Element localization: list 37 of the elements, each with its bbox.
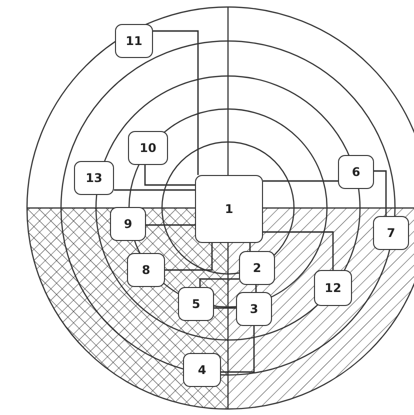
reference-number: 6 (352, 165, 360, 179)
numbered-box (236, 292, 272, 326)
numbered-box (127, 253, 165, 287)
reference-number: 2 (252, 261, 262, 275)
reference-number: 10 (140, 141, 156, 155)
reference-number: 5 (192, 297, 200, 311)
numbered-box (183, 353, 221, 387)
reference-number: 7 (386, 226, 396, 240)
numbered-box (178, 287, 214, 321)
numbered-box (314, 270, 352, 306)
numbered-box (239, 251, 275, 285)
reference-number: 12 (324, 281, 342, 295)
connector-line (214, 307, 236, 309)
connector-line (263, 180, 338, 182)
connector-line (374, 170, 387, 216)
numbered-box (115, 24, 153, 58)
reference-number: 3 (250, 302, 258, 316)
connector-line (165, 243, 213, 271)
reference-number: 13 (86, 171, 102, 185)
numbered-box (195, 175, 263, 243)
connector-line (153, 30, 199, 175)
numbered-box (128, 131, 168, 165)
connector-line (263, 231, 334, 270)
connector-line (146, 224, 195, 226)
reference-number: 11 (126, 34, 142, 48)
numbered-box (373, 216, 409, 250)
reference-number: 8 (142, 263, 150, 277)
connector-line (199, 278, 239, 287)
reference-number: 1 (224, 202, 234, 216)
connector-line (114, 189, 195, 191)
connector-line (221, 326, 255, 373)
reference-number: 9 (124, 217, 132, 231)
numbered-box (110, 207, 146, 241)
numbered-box (338, 155, 374, 189)
connector-line (144, 165, 195, 186)
numbered-box (74, 161, 114, 195)
reference-number: 4 (198, 363, 206, 377)
